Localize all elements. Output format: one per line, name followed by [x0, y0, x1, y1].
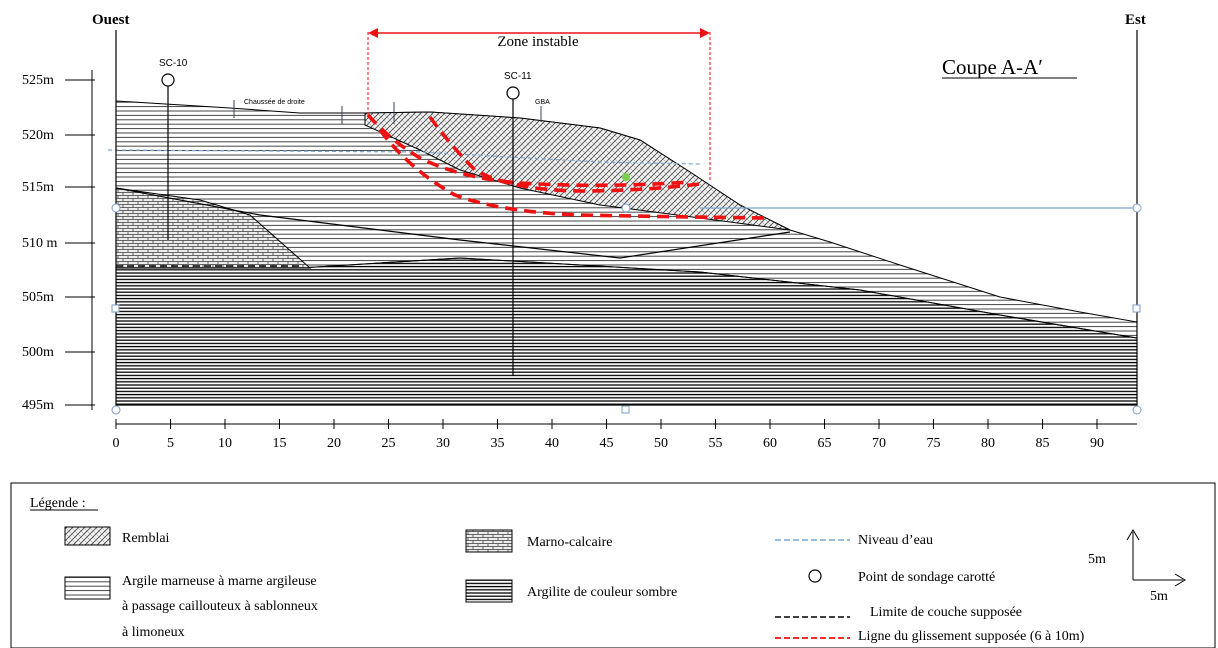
elev-tick-510: 510 m	[22, 236, 58, 251]
legend-borehole-symbol	[808, 569, 822, 583]
borehole-sc11	[506, 86, 520, 376]
distance-tick-label: 15	[273, 436, 287, 451]
legend-remblai-label: Remblai	[122, 531, 170, 546]
scale-horizontal-label: 5m	[1150, 589, 1168, 604]
scale-vertical-label: 5m	[1088, 552, 1106, 567]
distance-tick-label: 35	[491, 436, 505, 451]
selection-handles	[111, 203, 1142, 415]
elev-tick-520: 520m	[22, 128, 54, 143]
legend-remblai-swatch	[64, 526, 111, 546]
legend-argile-line1: Argile marneuse à marne argileuse	[122, 574, 317, 589]
borehole-sc10-label: SC-10	[159, 58, 188, 69]
selection-point-green	[622, 173, 630, 181]
distance-tick-label: 5	[167, 436, 174, 451]
elev-tick-500: 500m	[22, 345, 54, 360]
distance-tick-label: 90	[1090, 436, 1104, 451]
elev-tick-495: 495m	[22, 398, 54, 413]
legend-heading: Légende :	[30, 496, 86, 511]
surface-ticks	[233, 100, 542, 124]
slip-lines	[366, 113, 771, 220]
legend-box	[10, 482, 1216, 648]
gba-label: GBA	[535, 99, 550, 106]
zone-instable-label: Zone instable	[497, 34, 579, 50]
distance-tick-label: 45	[600, 436, 614, 451]
legend-slip-label: Ligne du glissement supposée (6 à 10m)	[858, 629, 1085, 644]
distance-tick-label: 50	[654, 436, 668, 451]
remblai-fill	[364, 111, 791, 231]
argilite-layer	[115, 257, 1138, 406]
scale-arrows	[1126, 529, 1186, 587]
legend-marno-swatch	[465, 529, 513, 553]
distance-tick-label: 70	[872, 436, 886, 451]
legend-limit-label: Limite de couche supposée	[870, 605, 1022, 620]
distance-axis: 0 5 10 15 20 25 30 35 40 45 50 55 60 65 70 75 80 85 90	[113, 419, 1137, 451]
legend-water-label: Niveau d’eau	[858, 533, 933, 548]
distance-tick-label: 80	[981, 436, 995, 451]
est-label: Est	[1125, 12, 1146, 28]
legend-argilite-swatch	[465, 579, 513, 603]
distance-tick-label: 75	[927, 436, 941, 451]
elev-tick-505: 505m	[22, 290, 54, 305]
distance-tick-label: 60	[763, 436, 777, 451]
road-label: Chaussée de droite	[244, 99, 305, 106]
unstable-zone-marker	[367, 28, 711, 182]
elev-tick-525: 525m	[22, 73, 54, 88]
legend-argile-line3: à limoneux	[122, 625, 185, 640]
elev-tick-515: 515m	[22, 180, 54, 195]
section-title: Coupe A-A′	[942, 55, 1043, 79]
distance-tick-label: 25	[382, 436, 396, 451]
elevation-axis: 525m 520m 515m 510 m 505m 500m 495m	[22, 73, 95, 413]
distance-tick-label: 20	[327, 436, 341, 451]
legend-borehole-label: Point de sondage carotté	[858, 570, 995, 585]
distance-tick-label: 55	[709, 436, 723, 451]
distance-tick-label: 10	[218, 436, 232, 451]
distance-tick-label: 0	[113, 436, 120, 451]
legend-argile-line2: à passage caillouteux à sablonneux	[122, 599, 318, 614]
layer-boundary-upper	[115, 187, 791, 259]
distance-tick-label: 40	[545, 436, 559, 451]
distance-axis-ticks: 0 5 10 15 20 25 30 35 40 45 50 55 60 65 70 75 80 85 90	[113, 419, 1104, 451]
legend-argilite-label: Argilite de couleur sombre	[527, 585, 677, 600]
distance-tick-label: 30	[436, 436, 450, 451]
borehole-sc11-label: SC-11	[504, 71, 532, 82]
borehole-sc10	[161, 73, 175, 240]
distance-tick-label: 65	[818, 436, 832, 451]
legend-marno-label: Marno-calcaire	[527, 535, 613, 550]
distance-tick-label: 85	[1036, 436, 1050, 451]
water-level-line	[107, 149, 701, 165]
ouest-label: Ouest	[92, 12, 130, 28]
legend-argile-swatch	[64, 576, 111, 600]
